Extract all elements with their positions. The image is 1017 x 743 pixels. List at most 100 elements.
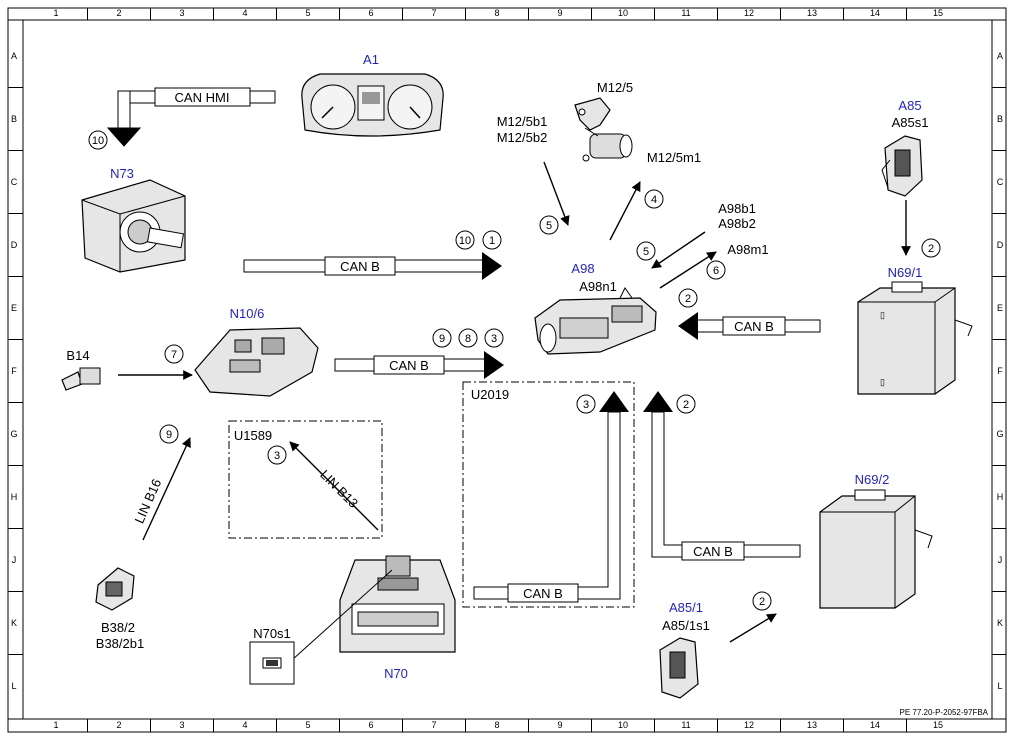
a1-instrument-cluster	[301, 73, 444, 137]
grid-row-E-right: E	[997, 303, 1003, 313]
marker-m3-n106-number: 3	[491, 333, 497, 345]
n69-2-door-module	[819, 489, 933, 609]
a98b2-label: A98b2	[718, 216, 756, 231]
lin-b13-label: LIN B13	[317, 467, 361, 511]
marker-m5-m12: 5	[539, 215, 559, 235]
grid-col-4-bottom: 4	[242, 720, 247, 730]
footer-code: PE 77.20-P-2052-97FBA	[900, 708, 989, 717]
marker-m6: 6	[706, 260, 726, 280]
marker-m3-u1589-number: 3	[274, 450, 280, 462]
marker-m10-can: 10	[455, 230, 475, 250]
grid-row-G-right: G	[996, 429, 1003, 439]
grid-row-A-left: A	[11, 51, 17, 61]
grid-row-A-right: A	[997, 51, 1003, 61]
marker-m2-a98: 2	[678, 288, 698, 308]
grid-col-11-top: 11	[681, 8, 690, 18]
a98-label: A98	[571, 261, 594, 276]
grid-col-3-bottom: 3	[179, 720, 184, 730]
grid-col-12-bottom: 12	[744, 720, 754, 730]
u1589-box	[228, 420, 383, 539]
a85-label: A85	[898, 98, 921, 113]
can-b-label-4: CAN B	[523, 586, 563, 601]
marker-m8: 8	[458, 328, 478, 348]
grid-row-B-right: B	[997, 114, 1003, 124]
grid-col-10-top: 10	[618, 8, 628, 18]
marker-m5-a98: 5	[636, 241, 656, 261]
b38-2-sensor	[95, 567, 135, 611]
u1589-label: U1589	[234, 428, 272, 443]
grid-col-13-top: 13	[807, 8, 817, 18]
marker-m10-can-number: 10	[459, 235, 471, 247]
marker-m7: 7	[164, 344, 184, 364]
grid-col-5-top: 5	[305, 8, 310, 18]
marker-m2-n691-number: 2	[928, 243, 934, 255]
grid-row-J-left: J	[12, 555, 17, 565]
grid-col-13-bottom: 13	[807, 720, 817, 730]
a98-sunroof-control	[534, 287, 657, 355]
grid-col-15-bottom: 15	[933, 720, 943, 730]
can-b-bus-n10-6: CAN B	[334, 351, 504, 379]
marker-m3-u2019: 3	[576, 394, 596, 414]
grid-row-H-left: H	[11, 492, 18, 502]
b38-2b1-label: B38/2b1	[96, 636, 144, 651]
svg-text:▯: ▯	[880, 377, 885, 387]
marker-m3-u2019-number: 3	[583, 399, 589, 411]
grid-row-L-right: L	[997, 681, 1002, 691]
a98m1-label: A98m1	[727, 242, 768, 257]
marker-m2-u2019: 2	[676, 394, 696, 414]
b38-2-label: B38/2	[101, 620, 135, 635]
grid-col-6-top: 6	[368, 8, 373, 18]
can-b-label-1: CAN B	[340, 259, 380, 274]
grid-col-10-bottom: 10	[618, 720, 628, 730]
marker-m10-top-number: 10	[92, 135, 104, 147]
grid-col-5-bottom: 5	[305, 720, 310, 730]
grid-row-C-left: C	[11, 177, 18, 187]
n73-ignition-switch	[81, 179, 186, 273]
grid-col-9-top: 9	[557, 8, 562, 18]
marker-m4-number: 4	[651, 194, 657, 206]
b14-label: B14	[66, 348, 89, 363]
grid-row-K-right: K	[997, 618, 1003, 628]
marker-m9-lin-number: 9	[166, 429, 172, 441]
marker-m7-number: 7	[171, 349, 177, 361]
m12-5b1-label: M12/5b1	[497, 114, 548, 129]
u2019-box	[462, 381, 635, 608]
grid-col-7-bottom: 7	[431, 720, 436, 730]
b14-sensor	[61, 367, 101, 391]
grid-row-D-right: D	[997, 240, 1004, 250]
n69-1-label: N69/1	[888, 265, 923, 280]
a85-1-label: A85/1	[669, 600, 703, 615]
n10-6-control-unit	[194, 327, 319, 397]
marker-m2-a98-number: 2	[685, 293, 691, 305]
n10-6-label: N10/6	[230, 306, 265, 321]
n70-label: N70	[384, 666, 408, 681]
lin-b16-label: LIN B16	[131, 477, 164, 526]
grid-row-L-left: L	[11, 681, 16, 691]
grid-col-2-top: 2	[116, 8, 121, 18]
marker-m8-number: 8	[465, 333, 471, 345]
m12-5m1-label: M12/5m1	[647, 150, 701, 165]
marker-m9-n106-number: 9	[439, 333, 445, 345]
grid-row-K-left: K	[11, 618, 17, 628]
a85-1-switch	[659, 637, 699, 699]
marker-m2-u2019-number: 2	[683, 399, 689, 411]
marker-m4: 4	[644, 189, 664, 209]
grid-row-G-left: G	[10, 429, 17, 439]
marker-m9-lin: 9	[159, 424, 179, 444]
a85-1s1-label: A85/1s1	[662, 618, 710, 633]
a85s1-label: A85s1	[892, 115, 929, 130]
can-hmi-label: CAN HMI	[175, 90, 230, 105]
n70s1-switch	[249, 641, 295, 685]
marker-m10-top: 10	[88, 130, 108, 150]
n69-1-door-module: ▯ ▯	[857, 281, 973, 395]
can-b-label-2: CAN B	[734, 319, 774, 334]
grid-row-B-left: B	[11, 114, 17, 124]
drawing-frame	[7, 7, 1007, 733]
m12-5-label: M12/5	[597, 80, 633, 95]
marker-m2-a851-number: 2	[759, 596, 765, 608]
marker-m2-a851: 2	[752, 591, 772, 611]
marker-m5-a98-number: 5	[643, 246, 649, 258]
marker-m3-n106: 3	[484, 328, 504, 348]
grid-col-1-bottom: 1	[53, 720, 58, 730]
u2019-label: U2019	[471, 387, 509, 402]
